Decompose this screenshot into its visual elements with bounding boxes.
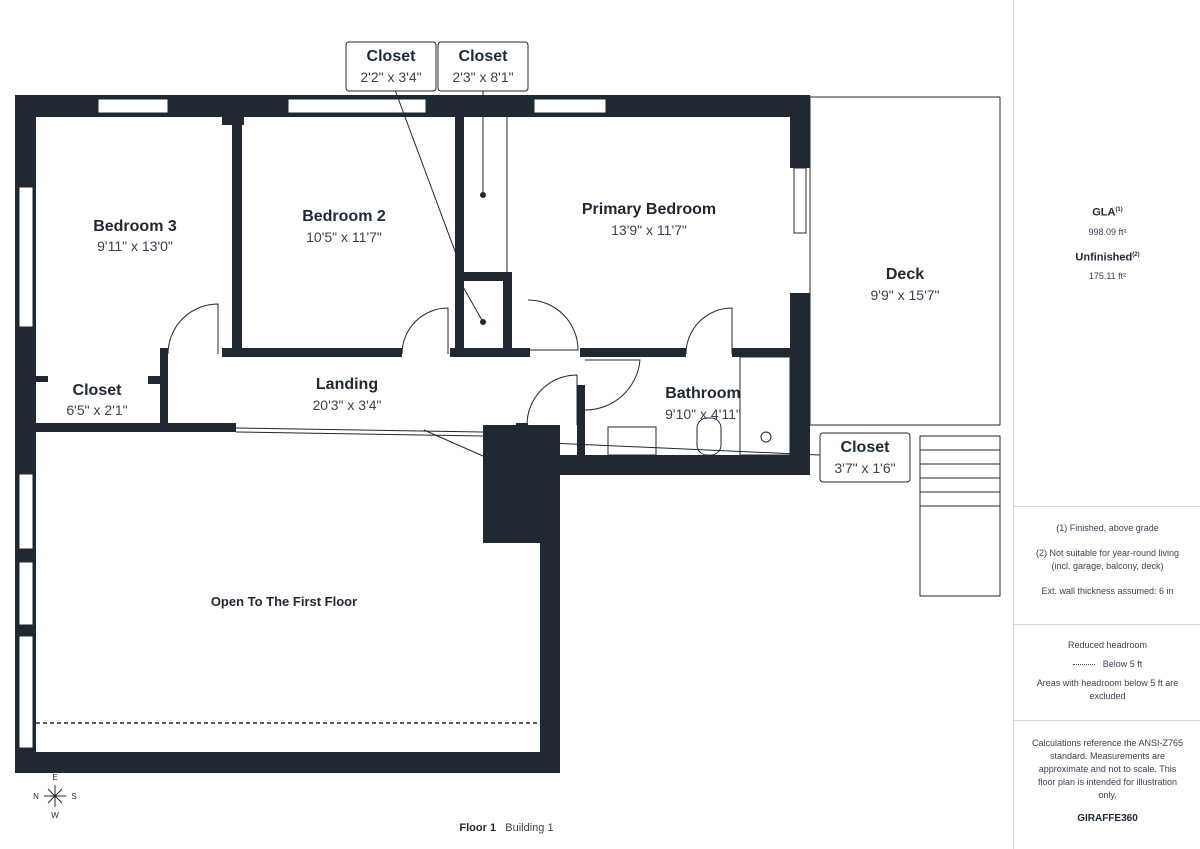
closet-a-name: Closet (367, 48, 417, 65)
bathroom-name: Bathroom (665, 385, 741, 402)
floor-footer: Floor 1 Building 1 (0, 822, 1013, 834)
bathroom-dims: 9'10" x 4'11" (665, 406, 741, 422)
area-summary: GLA(1) 998.09 ft² Unfinished(2) 175.11 f… (1014, 0, 1200, 507)
note-2: (2) Not suitable for year-round living (1035, 548, 1180, 558)
calc-line-4: floor plan is intended for illustration (1037, 777, 1178, 787)
calc-line-3: approximate and not to scale. This (1038, 764, 1177, 774)
small-closet-name: Closet (73, 382, 123, 399)
calc-section: Calculations reference the ANSI-Z765 sta… (1014, 721, 1200, 849)
compass-s: S (71, 792, 76, 801)
closet-callout-c: Closet 3'7" x 1'6" (819, 432, 911, 483)
compass-w: W (51, 811, 59, 820)
note-3: (incl. garage, balcony, deck) (1051, 561, 1164, 571)
closet-c-dims: 3'7" x 1'6" (834, 460, 895, 476)
notes-section: (1) Finished, above grade (2) Not suitab… (1014, 507, 1200, 625)
unfinished-sup: (2) (1132, 251, 1140, 258)
gla-label: GLA (1092, 206, 1116, 219)
calc-line-5: only. (1098, 790, 1117, 800)
closet-c-name: Closet (841, 439, 891, 456)
closet-b-name: Closet (459, 48, 509, 65)
floor-plan: Bedroom 3 9'11" x 13'0" Bedroom 2 10'5" … (15, 41, 1001, 820)
primary-bedroom-name: Primary Bedroom (582, 201, 716, 218)
calc-line-2: standard. Measurements are (1049, 751, 1166, 761)
closet-b-dims: 2'3" x 8'1" (452, 69, 513, 85)
gla-value: 998.09 ft² (1088, 226, 1127, 237)
interior-walls (36, 117, 790, 455)
headroom-legend-line (1072, 664, 1095, 666)
compass-e: E (52, 773, 57, 782)
bedroom2-name: Bedroom 2 (302, 208, 386, 225)
deck-dims: 9'9" x 15'7" (871, 287, 940, 303)
open-to-first-floor: Open To The First Floor (211, 594, 357, 609)
compass-n: N (33, 792, 39, 801)
closet-callout-a: Closet 2'2" x 3'4" (345, 41, 437, 92)
fixtures (167, 89, 1001, 597)
headroom-note-2: excluded (1089, 691, 1126, 701)
note-4: Ext. wall thickness assumed: 6 in (1041, 586, 1174, 596)
unfinished-label: Unfinished (1075, 251, 1133, 264)
gla-sup: (1) (1115, 207, 1123, 213)
windows (18, 98, 807, 749)
unfinished-value: 175.11 ft² (1088, 271, 1127, 282)
bedroom2-dims: 10'5" x 11'7" (306, 229, 382, 245)
primary-bedroom-dims: 13'9" x 11'7" (611, 222, 687, 238)
info-panel: GLA(1) 998.09 ft² Unfinished(2) 175.11 f… (1013, 0, 1200, 849)
headroom-title: Reduced headroom (1067, 640, 1148, 650)
small-closet-dims: 6'5" x 2'1" (66, 402, 127, 418)
note-1: (1) Finished, above grade (1056, 523, 1159, 533)
headroom-legend: Below 5 ft (1102, 659, 1143, 669)
headroom-section: Reduced headroom Below 5 ft Areas with h… (1014, 625, 1200, 721)
building-label: Building 1 (505, 822, 554, 834)
fixture-dots (480, 192, 553, 446)
landing-name: Landing (316, 376, 378, 393)
floor-label: Floor 1 (459, 822, 497, 834)
deck-name: Deck (886, 266, 924, 283)
bedroom3-dims: 9'11" x 13'0" (97, 238, 173, 254)
bedroom3-name: Bedroom 3 (93, 218, 177, 235)
landing-dims: 20'3" x 3'4" (313, 397, 382, 413)
compass-icon (44, 785, 66, 807)
calc-line-1: Calculations reference the ANSI-Z765 (1031, 738, 1184, 748)
closet-a-dims: 2'2" x 3'4" (360, 69, 421, 85)
headroom-note-1: Areas with headroom below 5 ft are (1036, 678, 1179, 688)
brand-logo: GIRAFFE360 (1077, 813, 1138, 824)
exterior-walls (15, 95, 810, 773)
closet-callout-b: Closet 2'3" x 8'1" (437, 41, 529, 92)
